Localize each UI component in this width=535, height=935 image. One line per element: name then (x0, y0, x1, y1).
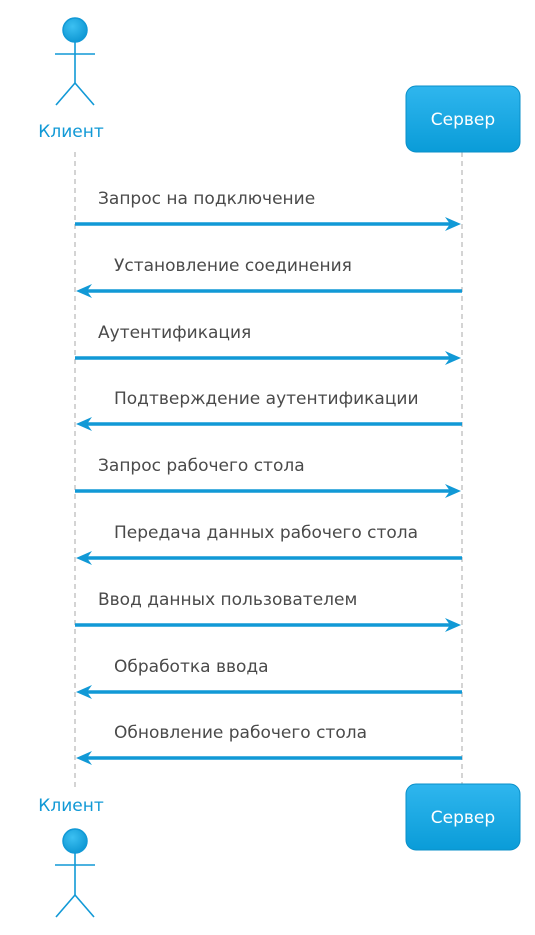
message: Аутентификация (75, 323, 461, 365)
client-actor-bottom: Клиент (38, 796, 104, 918)
message: Ввод данных пользователем (75, 590, 461, 632)
message-label: Обновление рабочего стола (114, 723, 367, 743)
arrowhead-icon (76, 751, 92, 765)
client-name-bottom: Клиент (38, 796, 104, 816)
actor-body-icon (55, 853, 95, 918)
message-label: Запрос на подключение (98, 189, 315, 209)
arrowhead-icon (76, 551, 92, 565)
message-label: Подтверждение аутентификации (114, 389, 419, 409)
message: Запрос на подключение (75, 189, 461, 231)
arrowhead-icon (76, 685, 92, 699)
message: Подтверждение аутентификации (76, 389, 462, 431)
actor-head-icon (62, 828, 88, 854)
message-label: Передача данных рабочего стола (114, 523, 418, 543)
message: Установление соединения (76, 256, 462, 298)
arrowhead-icon (445, 618, 461, 632)
client-actor-top: Клиент (38, 17, 104, 142)
actor-head-icon (62, 17, 88, 43)
arrowhead-icon (445, 484, 461, 498)
message-label: Запрос рабочего стола (98, 456, 305, 476)
server-box-top: Сервер (405, 85, 521, 153)
arrowhead-icon (76, 284, 92, 298)
server-box-bottom: Сервер (405, 783, 521, 851)
server-name-bottom: Сервер (431, 808, 495, 828)
message: Обработка ввода (76, 657, 462, 699)
arrowhead-icon (445, 217, 461, 231)
client-name-top: Клиент (38, 122, 104, 142)
message: Обновление рабочего стола (76, 723, 462, 765)
arrowhead-icon (445, 351, 461, 365)
message: Запрос рабочего стола (75, 456, 461, 498)
message-label: Обработка ввода (114, 657, 269, 677)
message-label: Аутентификация (98, 323, 251, 343)
message: Передача данных рабочего стола (76, 523, 462, 565)
arrowhead-icon (76, 417, 92, 431)
message-label: Ввод данных пользователем (98, 590, 357, 610)
actor-body-icon (55, 42, 95, 106)
message-label: Установление соединения (114, 256, 352, 276)
server-name-top: Сервер (431, 110, 495, 130)
